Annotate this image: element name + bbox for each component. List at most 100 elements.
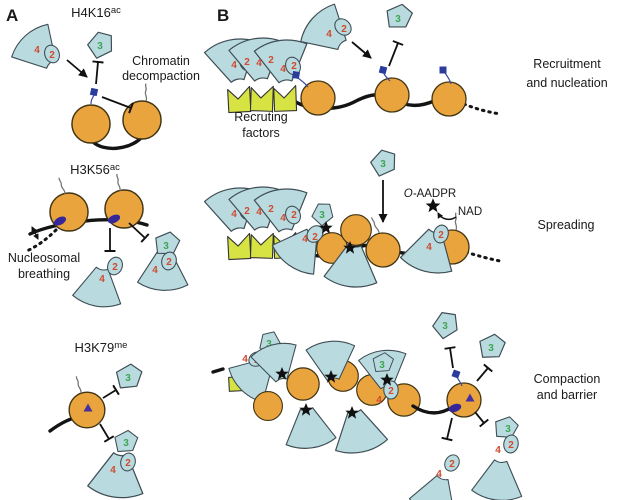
panel-b: B 4 2 4 2 4 2 — [202, 0, 608, 500]
inhibition-tbar — [388, 40, 404, 67]
oaadpr-label: O-AADPR — [404, 188, 456, 200]
sir4-label: 4 — [256, 207, 262, 218]
sir2-label: 2 — [244, 206, 250, 217]
mark-leash — [444, 72, 452, 85]
sir4-label: 4 — [495, 445, 501, 456]
sir4-label: 4 — [376, 395, 382, 406]
sir3-label: 3 — [125, 373, 131, 384]
sir4-fan — [327, 404, 390, 458]
sir4-label: 4 — [280, 64, 286, 75]
sir3-label: 3 — [163, 241, 169, 252]
sir3-label: 3 — [380, 159, 386, 170]
caption-decompaction: decompaction — [122, 69, 200, 83]
sir2-label: 2 — [388, 386, 394, 397]
sir4-label: 4 — [34, 45, 40, 56]
nucleosome — [300, 80, 336, 116]
sir4-label: 4 — [426, 242, 432, 253]
inhibition-tbar-sir3 — [92, 60, 104, 85]
histone-tail-icon — [142, 83, 150, 102]
sir2-label: 2 — [125, 458, 131, 469]
sir4-label: 4 — [280, 213, 286, 224]
nad-conversion-arrow — [437, 212, 457, 221]
inhibition-tbar — [102, 384, 120, 399]
sir4-label: 4 — [231, 209, 237, 220]
dna-line — [211, 367, 225, 374]
dna-dotted-line — [462, 102, 502, 116]
sir4-fan — [86, 449, 149, 500]
nucleosome — [340, 214, 372, 246]
recruiting-factor — [226, 232, 252, 261]
sir2-label: 2 — [312, 232, 318, 243]
h3k79me-title: H3K79me — [75, 340, 128, 355]
dna-breathing-dotted — [25, 228, 58, 253]
sir2-label: 2 — [268, 55, 274, 66]
nucleosome — [49, 192, 89, 232]
sir2-label: 2 — [244, 57, 250, 68]
sir2-label: 2 — [341, 24, 347, 35]
sir2-label: 2 — [291, 210, 297, 221]
binding-arrow — [66, 59, 88, 78]
recruiting-factor — [226, 85, 252, 114]
h4k16ac-mark-icon — [451, 369, 461, 379]
sir4-label: 4 — [436, 469, 442, 480]
caption-breathing: breathing — [18, 267, 70, 281]
sir2-label: 2 — [112, 262, 118, 273]
dna-dotted-line — [464, 250, 502, 263]
sir4-label: 4 — [99, 274, 105, 285]
sir2-label: 2 — [291, 61, 297, 72]
nucleosome — [71, 104, 111, 144]
binding-arrow — [351, 41, 372, 59]
sir3-label: 3 — [395, 14, 401, 25]
nad-label: NAD — [458, 206, 482, 218]
mark-leash — [90, 94, 95, 105]
row1-label-line2: and nucleation — [526, 76, 607, 90]
sir4-label: 4 — [302, 234, 308, 245]
inhibition-tbar — [99, 423, 115, 443]
oaadpr-star-icon — [425, 198, 441, 213]
sir3-label: 3 — [319, 210, 325, 221]
section-h4k16ac: H4K16ac 4 2 3 Chromatin decompaction — [6, 5, 200, 150]
h4k16ac-mark-icon — [439, 66, 447, 74]
sir2-label: 2 — [268, 204, 274, 215]
h4k16ac-title: H4K16ac — [71, 5, 121, 20]
row-spreading: 4 2 4 2 4 2 3 4 2 2 4 3 — [202, 147, 595, 291]
sir2-label: 2 — [508, 440, 514, 451]
h4k16ac-mark-icon — [378, 65, 388, 75]
inhibition-tbar — [474, 411, 489, 428]
row-compaction: 3 2 4 3 2 4 — [211, 308, 601, 500]
sir3-label: 3 — [488, 343, 494, 354]
breathing-double-arrow — [31, 226, 39, 240]
caption-recruting: Recruting — [234, 110, 288, 124]
nucleosome — [252, 390, 284, 422]
histone-tail-icon — [370, 215, 380, 235]
row2-label: Spreading — [538, 218, 595, 232]
histone-tail-icon — [75, 375, 82, 394]
histone-tail-icon — [58, 176, 66, 196]
mark-leash — [383, 73, 391, 82]
inhibition-tbar — [441, 417, 453, 442]
sir4-label: 4 — [152, 265, 158, 276]
h4k16ac-mark-icon — [291, 70, 301, 80]
sir2-label: 2 — [166, 257, 172, 268]
h4k16ac-mark-icon — [89, 87, 99, 97]
panel-a-letter: A — [6, 6, 18, 25]
sir2-label: 2 — [438, 230, 444, 241]
sir4-label: 4 — [110, 465, 116, 476]
sir3-label: 3 — [442, 321, 448, 332]
inhibition-tbar-compaction — [101, 96, 134, 114]
recruiting-factor — [273, 85, 298, 112]
caption-factors: factors — [242, 126, 280, 140]
row-recruitment: 4 2 4 2 4 2 4 2 3 Recruting factors — [202, 0, 608, 140]
sir4-label: 4 — [326, 29, 332, 40]
nucleosome — [431, 81, 467, 117]
row3-label-line2: and barrier — [537, 388, 597, 402]
recruiting-factor — [249, 85, 274, 112]
row3-label-line1: Compaction — [534, 372, 601, 386]
sir2-label: 2 — [449, 459, 455, 470]
caption-nucleosomal: Nucleosomal — [8, 251, 80, 265]
inhibition-tbar — [444, 346, 456, 369]
section-h3k79me: H3K79me 3 3 2 4 — [48, 340, 149, 500]
mark-leash — [297, 77, 309, 88]
